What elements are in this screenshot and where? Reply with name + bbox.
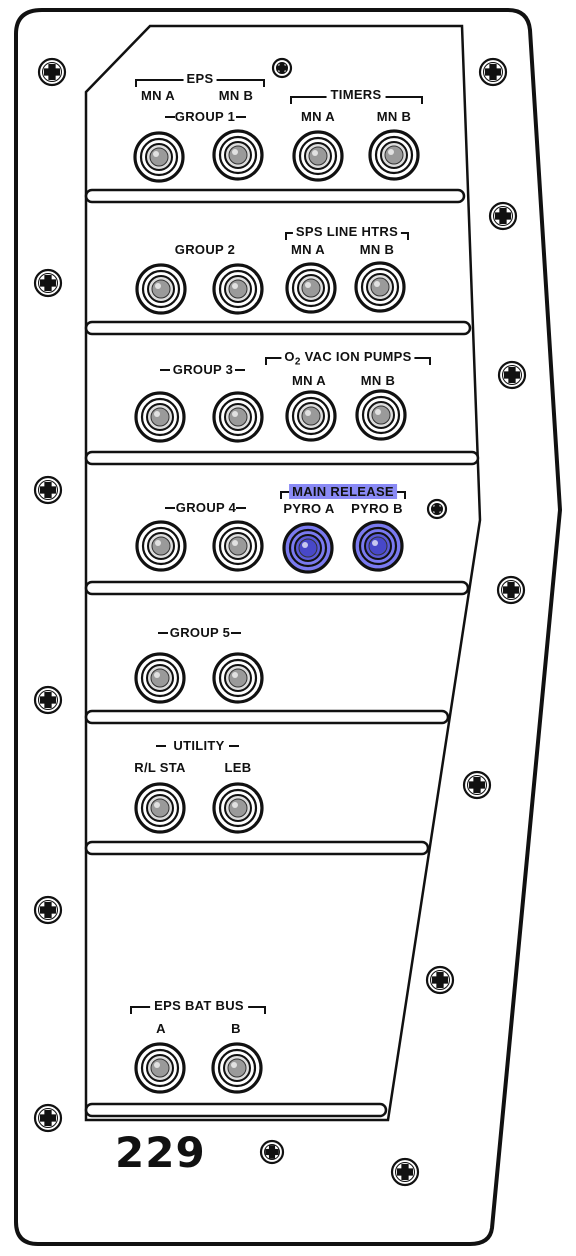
eps-mn-b-breaker[interactable] [212, 129, 264, 181]
phillips-screw-icon [425, 965, 455, 995]
o2-mn-a-breaker[interactable] [285, 390, 337, 442]
o2-mn-a-label: MN A [292, 373, 326, 388]
group-5-dash-left [158, 632, 168, 634]
group-1-dash-right [236, 116, 246, 118]
phillips-screw-icon [497, 360, 527, 390]
group-3-breaker-1[interactable] [134, 391, 186, 443]
group-5-breaker-2[interactable] [212, 652, 264, 704]
eps-mn-a-breaker[interactable] [133, 131, 185, 183]
utility-dash-left [156, 745, 166, 747]
o2-mn-b-label: MN B [360, 373, 396, 388]
divider-bar-3 [84, 450, 480, 466]
pyro-a-label: PYRO A [283, 501, 335, 516]
group-4-breaker-2[interactable] [212, 520, 264, 572]
group-2-breaker-1[interactable] [135, 263, 187, 315]
timers-mn-b-breaker[interactable] [368, 129, 420, 181]
phillips-screw-icon [271, 57, 293, 79]
divider-bar-7 [84, 1102, 388, 1118]
bat-bus-a-breaker[interactable] [134, 1042, 186, 1094]
phillips-screw-icon [259, 1139, 285, 1165]
panel-number: 229 [115, 1128, 206, 1177]
group-4-dash-right [236, 507, 246, 509]
bat-bus-a-label: A [156, 1021, 166, 1036]
bat-bus-b-breaker[interactable] [211, 1042, 263, 1094]
rl-sta-label: R/L STA [134, 760, 186, 775]
leb-breaker[interactable] [212, 782, 264, 834]
eps-label: EPS [183, 71, 217, 86]
divider-bar-2 [84, 320, 472, 336]
timers-mn-b-label: MN B [376, 109, 412, 124]
timers-mn-a-breaker[interactable] [292, 130, 344, 182]
phillips-screw-icon [488, 201, 518, 231]
eps-mn-a-label: MN A [141, 88, 175, 103]
divider-bar-5 [84, 709, 450, 725]
leb-label: LEB [224, 760, 252, 775]
sps-mn-a-breaker[interactable] [285, 262, 337, 314]
group-5-label: GROUP 5 [169, 625, 231, 640]
phillips-screw-icon [33, 895, 63, 925]
group-3-dash-left [160, 369, 170, 371]
group-4-dash-left [165, 507, 175, 509]
group-4-breaker-1[interactable] [135, 520, 187, 572]
sps-line-htrs-label: SPS LINE HTRS [292, 224, 402, 239]
rl-sta-breaker[interactable] [134, 782, 186, 834]
group-2-label: GROUP 2 [174, 242, 236, 257]
divider-bar-4 [84, 580, 470, 596]
phillips-screw-icon [33, 1103, 63, 1133]
phillips-screw-icon [37, 57, 67, 87]
group-3-breaker-2[interactable] [212, 391, 264, 443]
eps-mn-b-label: MN B [218, 88, 254, 103]
sps-mn-b-breaker[interactable] [354, 261, 406, 313]
group-1-dash-left [165, 116, 175, 118]
timers-mn-a-label: MN A [301, 109, 335, 124]
phillips-screw-icon [496, 575, 526, 605]
divider-bar-1 [84, 188, 466, 204]
pyro-a-breaker[interactable] [282, 522, 334, 574]
main-release-label: MAIN RELEASE [289, 484, 397, 499]
phillips-screw-icon [390, 1157, 420, 1187]
o2-mn-b-breaker[interactable] [355, 389, 407, 441]
group-1-label: GROUP 1 [174, 109, 236, 124]
group-2-breaker-2[interactable] [212, 263, 264, 315]
group-5-breaker-1[interactable] [134, 652, 186, 704]
bat-bus-b-label: B [231, 1021, 241, 1036]
divider-bar-6 [84, 840, 430, 856]
sps-mn-a-label: MN A [291, 242, 325, 257]
group-3-dash-right [235, 369, 245, 371]
group-3-label: GROUP 3 [172, 362, 234, 377]
pyro-b-label: PYRO B [351, 501, 403, 516]
phillips-screw-icon [426, 498, 448, 520]
sps-mn-b-label: MN B [359, 242, 395, 257]
phillips-screw-icon [33, 475, 63, 505]
o2-vac-ion-pumps-label: O2 VAC ION PUMPS [281, 349, 415, 368]
eps-bat-bus-label: EPS BAT BUS [150, 998, 248, 1013]
utility-dash-right [229, 745, 239, 747]
pyro-b-breaker[interactable] [352, 520, 404, 572]
phillips-screw-icon [478, 57, 508, 87]
phillips-screw-icon [33, 268, 63, 298]
phillips-screw-icon [33, 685, 63, 715]
utility-label: UTILITY [173, 738, 225, 753]
phillips-screw-icon [462, 770, 492, 800]
group-4-label: GROUP 4 [175, 500, 237, 515]
group-5-dash-right [231, 632, 241, 634]
timers-label: TIMERS [326, 87, 386, 102]
